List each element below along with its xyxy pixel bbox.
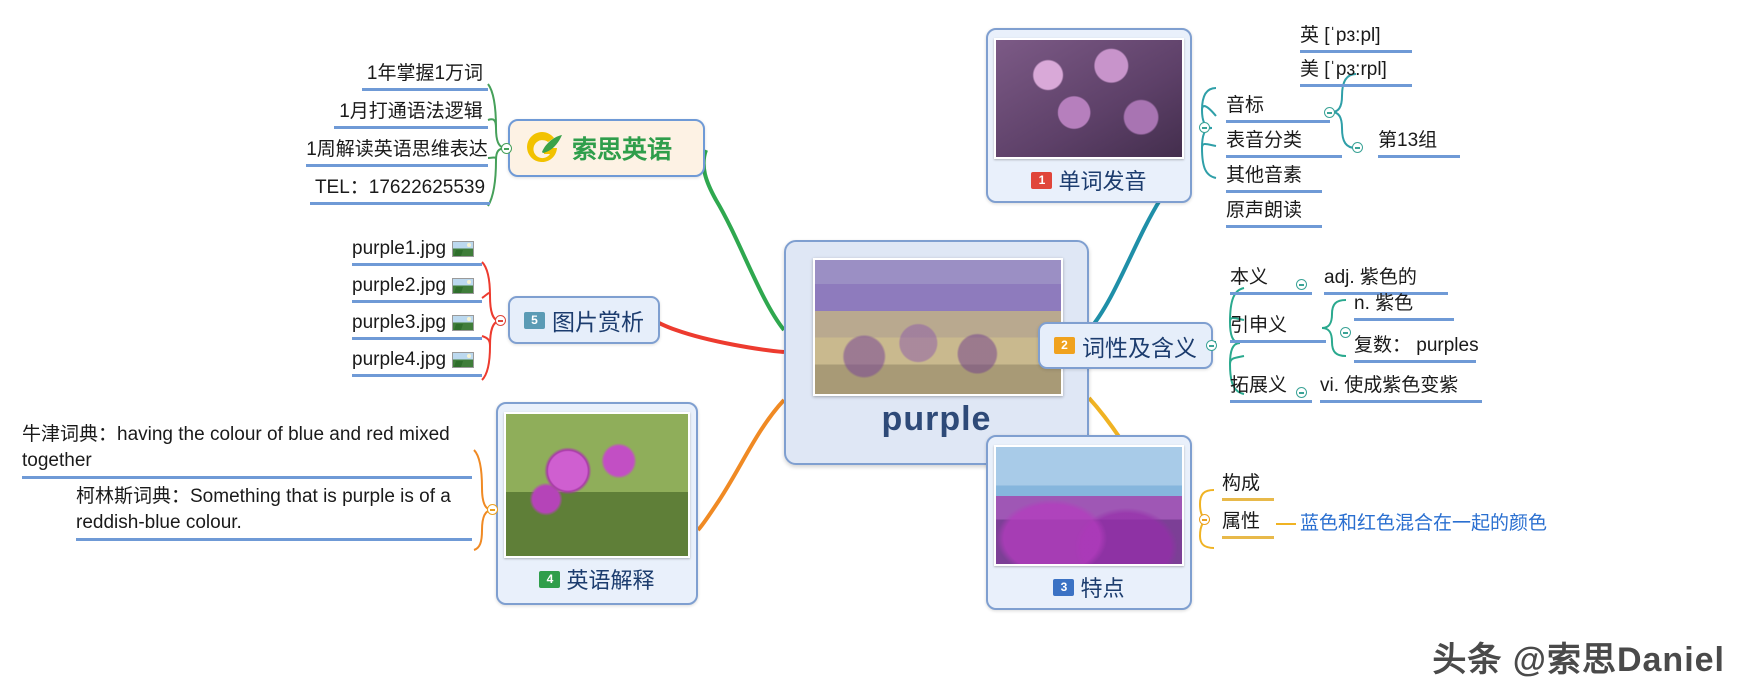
gallery-item-2[interactable]: purple3.jpg: [352, 312, 482, 340]
image-icon: [452, 240, 475, 257]
phonetic-collapse-toggle[interactable]: [1324, 107, 1335, 118]
explanation-entry-0[interactable]: 牛津词典：having the colour of blue and red m…: [22, 422, 472, 480]
meaning-row-1-label[interactable]: 引申义: [1230, 310, 1326, 343]
meaning-badge: 2: [1054, 337, 1075, 354]
meaning-row-2-value[interactable]: vi. 使成紫色变紫: [1320, 370, 1482, 403]
pronunciation-row-1-value[interactable]: 第13组: [1378, 125, 1460, 158]
brand-node[interactable]: 索思英语: [508, 119, 705, 177]
features-row-1-label[interactable]: 属性: [1222, 506, 1274, 539]
gallery-item-1-label: purple2.jpg: [352, 275, 447, 296]
central-title: purple: [881, 400, 992, 438]
features-badge: 3: [1053, 578, 1075, 596]
phonetic-us[interactable]: 美 [ˈpɜ:rpl]: [1300, 54, 1412, 87]
explanation-node-label: 英语解释: [566, 568, 655, 593]
gallery-item-2-label: purple3.jpg: [352, 312, 447, 333]
features-node-label: 特点: [1080, 576, 1125, 601]
explanation-node[interactable]: 4 英语解释: [496, 402, 698, 605]
brand-leaf-2[interactable]: 1周解读英语思维表达: [306, 134, 488, 167]
explanation-badge: 4: [539, 570, 561, 588]
meaning-row-2-toggle[interactable]: [1296, 387, 1307, 398]
features-row-1-value[interactable]: 蓝色和红色混合在一起的颜色: [1300, 513, 1548, 534]
pronunciation-row-0-label[interactable]: 音标: [1226, 90, 1330, 123]
gallery-item-0[interactable]: purple1.jpg: [352, 238, 482, 266]
explanation-collapse-toggle[interactable]: [487, 504, 498, 515]
meaning-row-2-label[interactable]: 拓展义: [1230, 370, 1312, 403]
brand-leaf-1[interactable]: 1月打通语法逻辑: [334, 96, 488, 129]
pronunciation-row-2-label[interactable]: 其他音素: [1226, 160, 1322, 193]
brand-leaf-0[interactable]: 1年掌握1万词: [362, 58, 488, 91]
meaning-row-0-toggle[interactable]: [1296, 279, 1307, 290]
leaf-circle-logo-icon: [520, 126, 564, 170]
gallery-badge: 5: [524, 311, 545, 329]
meaning-row-1-toggle[interactable]: [1340, 327, 1351, 338]
gallery-item-3-label: purple4.jpg: [352, 349, 447, 370]
brand-collapse-toggle[interactable]: [501, 143, 512, 154]
meaning-node-label: 词性及含义: [1082, 334, 1197, 361]
meaning-row-1-child-0[interactable]: n. 紫色: [1354, 288, 1454, 321]
gallery-node[interactable]: 5 图片赏析: [508, 296, 660, 344]
features-row-0-label[interactable]: 构成: [1222, 468, 1274, 501]
pronunciation-row-1-label[interactable]: 表音分类: [1226, 125, 1342, 158]
pronunciation-node[interactable]: 1 单词发音: [986, 28, 1192, 203]
pronunciation-badge: 1: [1031, 171, 1053, 189]
phonetic-uk[interactable]: 英 [ˈpɜ:pl]: [1300, 20, 1412, 53]
image-icon: [452, 277, 475, 294]
pronunciation-row-3-label[interactable]: 原声朗读: [1226, 195, 1322, 228]
gallery-item-0-label: purple1.jpg: [352, 238, 447, 259]
meaning-row-0-label[interactable]: 本义: [1230, 262, 1312, 295]
meaning-row-0-value[interactable]: adj. 紫色的: [1324, 262, 1448, 295]
phonetic-class-toggle[interactable]: [1352, 142, 1363, 153]
watermark: 头条 @索思Daniel: [1432, 641, 1725, 679]
explanation-entry-1[interactable]: 柯林斯词典：Something that is purple is of a r…: [76, 484, 472, 542]
central-image: [813, 258, 1063, 396]
meaning-row-1-child-1[interactable]: 复数： purples: [1354, 330, 1479, 363]
features-node[interactable]: 3 特点: [986, 435, 1192, 610]
gallery-node-label: 图片赏析: [552, 309, 644, 335]
explanation-image: [504, 412, 690, 558]
brand-leaf-3[interactable]: TEL：17622625539: [310, 172, 490, 205]
image-icon: [452, 351, 475, 368]
features-image: [994, 445, 1184, 566]
meaning-collapse-toggle[interactable]: [1206, 340, 1217, 351]
gallery-item-1[interactable]: purple2.jpg: [352, 275, 482, 303]
pronunciation-node-label: 单词发音: [1058, 169, 1147, 194]
pronunciation-collapse-toggle[interactable]: [1199, 122, 1210, 133]
gallery-item-3[interactable]: purple4.jpg: [352, 349, 482, 377]
brand-label: 索思英语: [572, 136, 673, 164]
pronunciation-image: [994, 38, 1184, 159]
meaning-node[interactable]: 2 词性及含义: [1038, 322, 1213, 369]
image-icon: [452, 314, 475, 331]
gallery-collapse-toggle[interactable]: [495, 315, 506, 326]
features-collapse-toggle[interactable]: [1199, 514, 1210, 525]
